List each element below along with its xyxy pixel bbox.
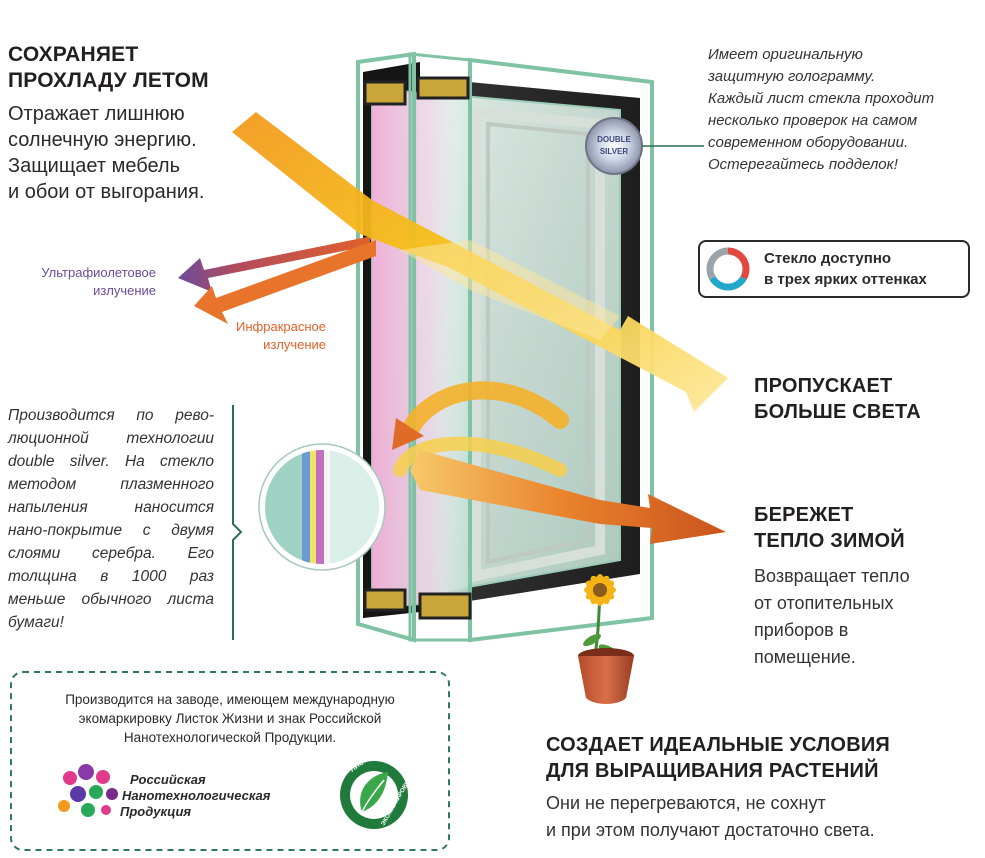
technology-bracket <box>232 405 243 640</box>
eco-label-logo-icon <box>340 761 408 829</box>
heat-return-arrow-lower <box>393 436 567 477</box>
nano-logo-icon <box>58 764 118 817</box>
light-title: ПРОПУСКАЕТ БОЛЬШЕ СВЕТА <box>754 375 921 423</box>
plants-title: СОЗДАЕТ ИДЕАЛЬНЫЕ УСЛОВИЯ ДЛЯ ВЫРАЩИВАНИ… <box>546 734 890 782</box>
svg-text:DOUBLE: DOUBLE <box>597 135 631 144</box>
uv-label: Ультрафиолетовое излучение <box>41 265 156 298</box>
shades-text: Стекло доступно в трех ярких оттенках <box>764 250 927 288</box>
plants-text: Они не перегреваются, не сохнут и при эт… <box>546 793 875 840</box>
svg-text:SILVER: SILVER <box>600 147 629 156</box>
heat-arrow <box>410 450 726 544</box>
flower-pot-icon <box>578 574 634 704</box>
nano-logo-text: Российская Нанотехнологическая Продукция <box>120 772 271 819</box>
summer-text: Отражает лишнюю солнечную энергию. Защищ… <box>8 103 205 203</box>
factory-box <box>10 671 450 851</box>
technology-text: Производится по рево- люционной технолог… <box>8 407 214 631</box>
hologram-text: Имеет оригинальную защитную голограмму. … <box>708 46 935 173</box>
summer-title: СОХРАНЯЕТ ПРОХЛАДУ ЛЕТОМ <box>8 43 209 92</box>
winter-text: Возвращает тепло от отопительных приборо… <box>754 566 910 667</box>
shades-ring-icon <box>706 247 750 291</box>
ir-label: Инфракрасное излучение <box>236 319 326 352</box>
winter-title: БЕРЕЖЕТ ТЕПЛО ЗИМОЙ <box>754 504 905 552</box>
factory-text: Производится на заводе, имеющем междунар… <box>65 692 395 745</box>
light-band <box>400 240 620 340</box>
heat-return-arrow-upper <box>401 381 569 439</box>
ir-reflection-arrow <box>194 240 376 324</box>
heat-return-arrow-upper-head <box>392 418 424 450</box>
hologram-badge: DOUBLE SILVER <box>585 117 643 175</box>
uv-reflection-arrow <box>178 236 372 292</box>
shades-box <box>698 240 970 298</box>
